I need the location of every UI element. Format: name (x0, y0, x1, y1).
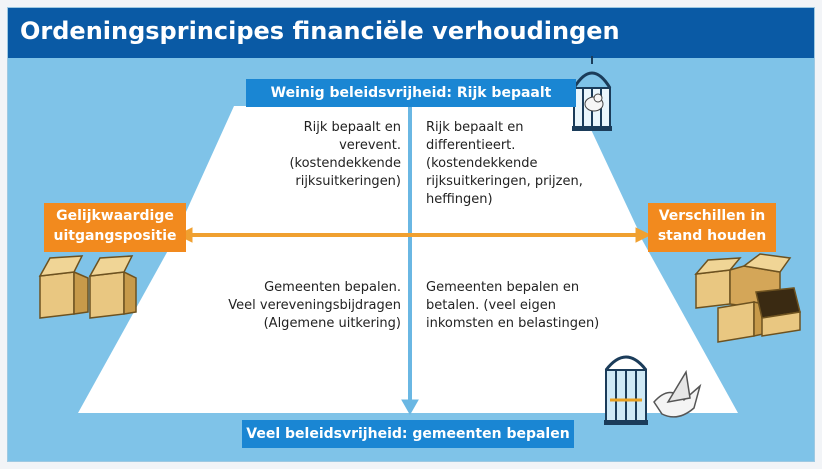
axis-label-bottom: Veel beleidsvrijheid: gemeenten bepalen (242, 420, 574, 448)
axis-label-right-line-1: Verschillen in (658, 208, 766, 224)
open-cage-flying-bird-icon (604, 355, 702, 425)
title-bar: Ordeningsprincipes financiële verhouding… (8, 8, 814, 58)
caged-bird-icon (572, 56, 612, 131)
diagram-shapes (38, 56, 801, 425)
diagram-title: Ordeningsprincipes financiële verhouding… (20, 17, 620, 45)
axis-label-top: Weinig beleidsvrijheid: Rijk bepaalt (246, 79, 576, 107)
quadrant-top-right-text: Rijk bepaalt en differentieert. (kostend… (426, 120, 583, 207)
quadrant-top-left-text: Rijk bepaalt en verevent. (kostendekkend… (289, 120, 401, 189)
axis-label-right-line-2: stand houden (657, 228, 767, 244)
quadrant-bottom-right-text: Gemeenten bepalen en betalen. (veel eige… (426, 280, 600, 331)
two-equal-boxes-icon (38, 255, 137, 319)
axis-label-left: Gelijkwaardige uitgangspositie (44, 203, 186, 252)
quadrant-bottom-left-text: Gemeenten bepalen. Veel vereveningsbijdr… (228, 280, 401, 331)
axis-label-right: Verschillen in stand houden (648, 203, 776, 252)
diagram-panel: Ordeningsprincipes financiële verhouding… (7, 7, 815, 462)
axis-label-left-line-2: uitgangspositie (53, 228, 177, 244)
axis-label-left-line-1: Gelijkwaardige (56, 208, 174, 224)
stacked-different-boxes-icon (694, 253, 801, 343)
